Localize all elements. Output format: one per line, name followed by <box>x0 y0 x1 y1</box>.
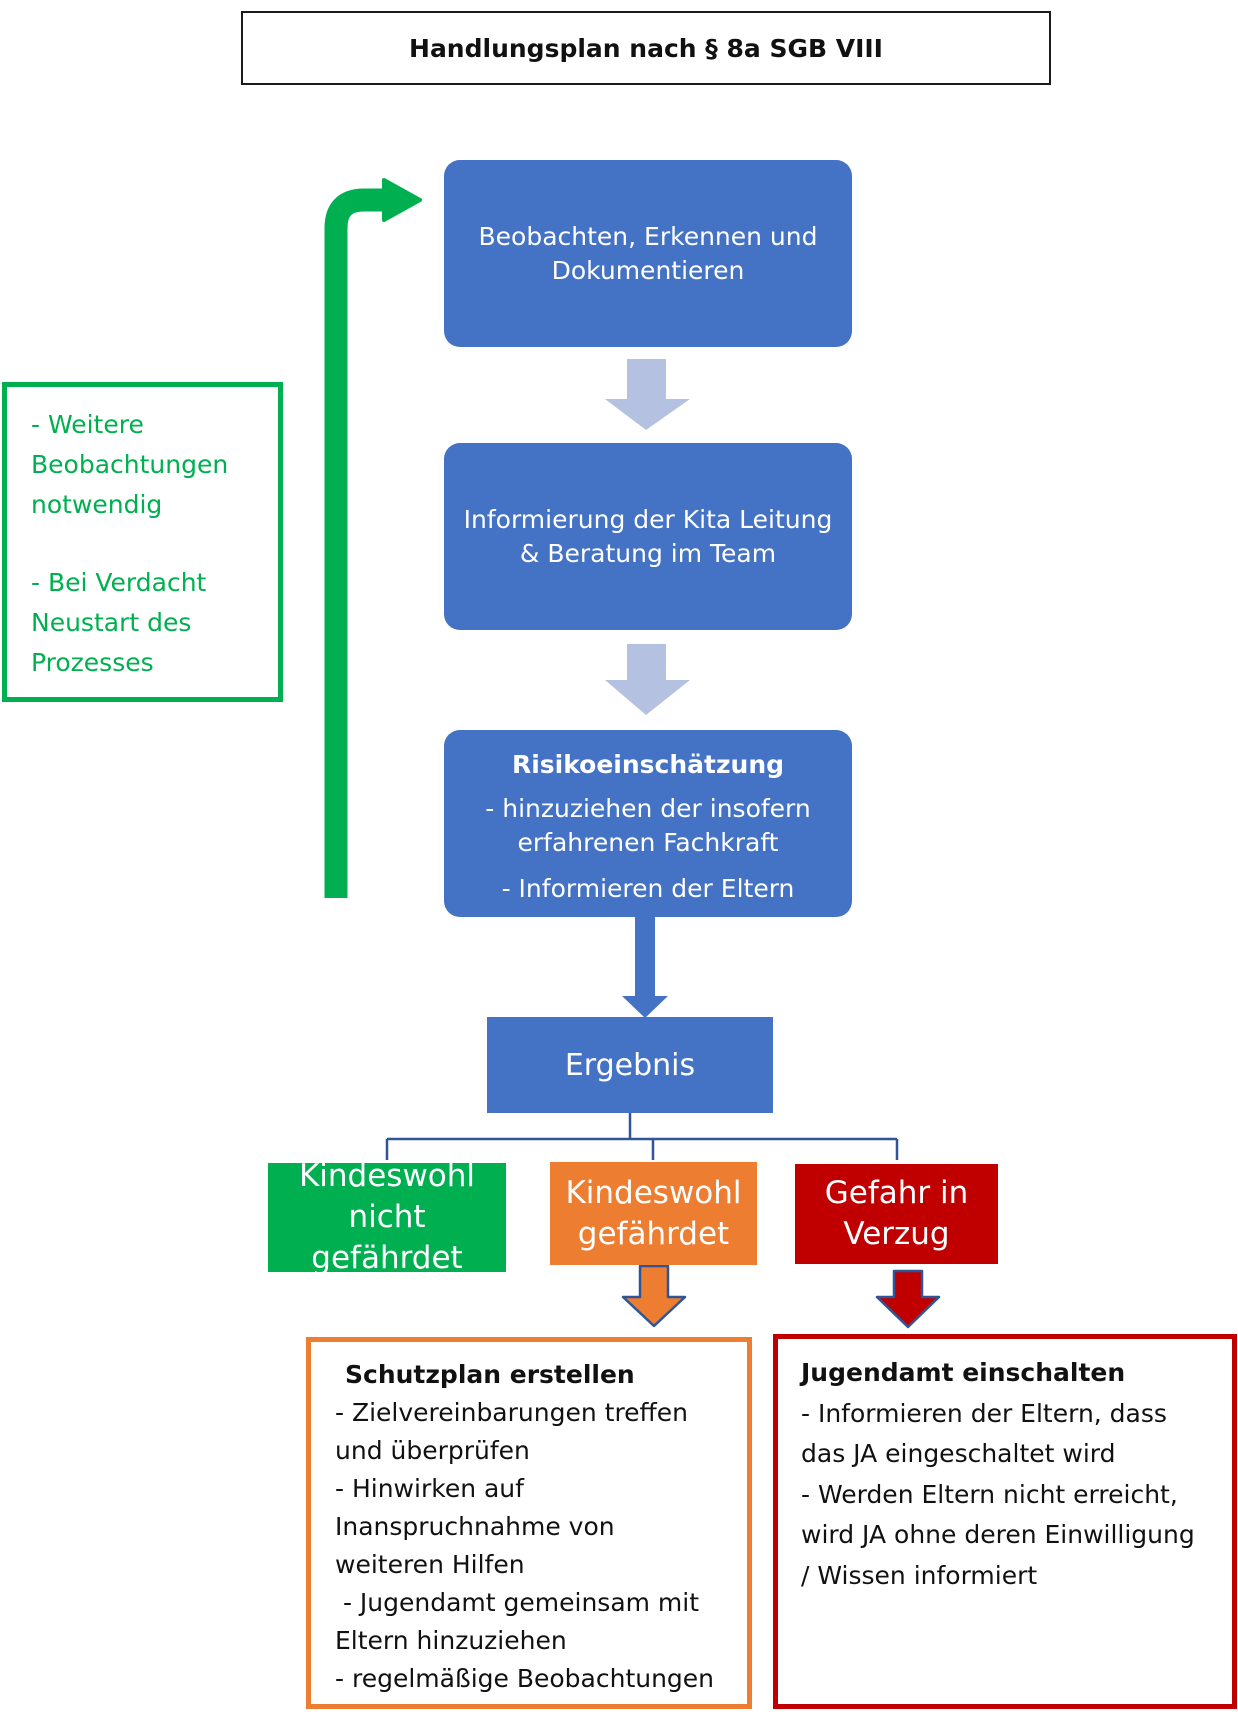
arrow-endangered-to-schutzplan <box>621 1264 687 1328</box>
action-schutzplan-line-4: Inanspruchnahme von <box>335 1512 615 1541</box>
step-beobachten-line-2: Dokumentieren <box>551 255 745 285</box>
outcome-endangered-line-1: Kindeswohl <box>565 1174 742 1211</box>
loop-note-line-2: Beobachtungen <box>31 450 229 479</box>
action-jugendamt-line-4: wird JA ohne deren Einwilligung <box>801 1520 1195 1549</box>
arrow-step2-to-step3 <box>605 644 690 715</box>
step-risiko-heading: Risikoeinschätzung <box>511 749 785 779</box>
outcome-not-endangered-line-2: nicht gefährdet <box>311 1199 463 1276</box>
arrow-imminent-to-jugendamt <box>875 1269 941 1329</box>
action-jugendamt-heading: Jugendamt einschalten <box>801 1358 1126 1387</box>
outcome-endangered-line-2: gefährdet <box>577 1215 730 1252</box>
loop-note-line-1: - Weitere <box>31 410 144 439</box>
outcome-not-endangered: Kindeswohl nicht gefährdet <box>268 1158 506 1276</box>
action-jugendamt-line-3: - Werden Eltern nicht erreicht, <box>801 1479 1178 1509</box>
action-jugendamt-box: Jugendamt einschalten - Informieren der … <box>773 1334 1237 1709</box>
step-risiko-line-2: erfahrenen Fachkraft <box>517 827 779 857</box>
step-risiko-line-1: - hinzuziehen der insofern <box>485 793 811 823</box>
step-informierung-line-2: & Beratung im Team <box>519 538 777 568</box>
action-jugendamt-line-1: - Informieren der Eltern, dass <box>801 1398 1167 1428</box>
action-schutzplan-line-3: - Hinwirken auf <box>335 1474 524 1503</box>
loop-note-line-3: notwendig <box>31 490 163 519</box>
result-label: Ergebnis <box>564 1047 696 1083</box>
outcome-imminent-line-1: Gefahr in <box>824 1175 969 1211</box>
outcome-imminent-danger: Gefahr in Verzug <box>795 1164 998 1264</box>
outcome-endangered: Kindeswohl gefährdet <box>550 1162 757 1265</box>
action-schutzplan-line-7: Eltern hinzuziehen <box>335 1626 567 1655</box>
step-beobachten-line-1: Beobachten, Erkennen und <box>478 221 818 251</box>
action-schutzplan-line-5: weiteren Hilfen <box>335 1550 525 1579</box>
action-jugendamt-line-5: / Wissen informiert <box>801 1560 1038 1590</box>
outcome-not-endangered-line-1: Kindeswohl <box>298 1158 476 1194</box>
diagram-title: Handlungsplan nach § 8a SGB VIII <box>241 11 1051 85</box>
loop-note-line-4: - Bei Verdacht <box>31 568 207 597</box>
step-informierung-line-1: Informierung der Kita Leitung <box>463 504 833 534</box>
result-branch-connector <box>385 1113 899 1160</box>
arrow-step3-to-result <box>622 916 668 1018</box>
action-jugendamt-line-2: das JA eingeschaltet wird <box>801 1439 1116 1468</box>
step-informierung: Informierung der Kita Leitung & Beratung… <box>444 443 852 630</box>
result-box: Ergebnis <box>487 1017 773 1113</box>
outcome-imminent-line-2: Verzug <box>843 1216 950 1252</box>
action-schutzplan-line-8: - regelmäßige Beobachtungen <box>335 1664 715 1693</box>
diagram-title-text: Handlungsplan nach § 8a SGB VIII <box>409 33 883 63</box>
loop-note-spacer <box>31 525 278 563</box>
step-risikoeinschaetzung: Risikoeinschätzung - hinzuziehen der ins… <box>444 730 852 917</box>
step-beobachten: Beobachten, Erkennen und Dokumentieren <box>444 160 852 347</box>
loop-note-box: - Weitere Beobachtungen notwendig - Bei … <box>2 382 283 702</box>
action-schutzplan-line-1: - Zielvereinbarungen treffen <box>335 1398 689 1427</box>
loop-back-arrow <box>324 188 388 898</box>
action-schutzplan-heading: Schutzplan erstellen <box>345 1360 635 1389</box>
loop-note-line-5: Neustart des <box>31 608 192 637</box>
step-risiko-line-3: - Informieren der Eltern <box>501 873 795 903</box>
action-schutzplan-line-6: - Jugendamt gemeinsam mit <box>335 1588 700 1617</box>
action-schutzplan-box: Schutzplan erstellen - Zielvereinbarunge… <box>306 1337 752 1709</box>
loop-note-line-6: Prozesses <box>31 648 154 677</box>
action-schutzplan-line-2: und überprüfen <box>335 1436 530 1465</box>
arrow-step1-to-step2 <box>605 359 690 430</box>
loop-back-arrowhead <box>382 178 422 222</box>
